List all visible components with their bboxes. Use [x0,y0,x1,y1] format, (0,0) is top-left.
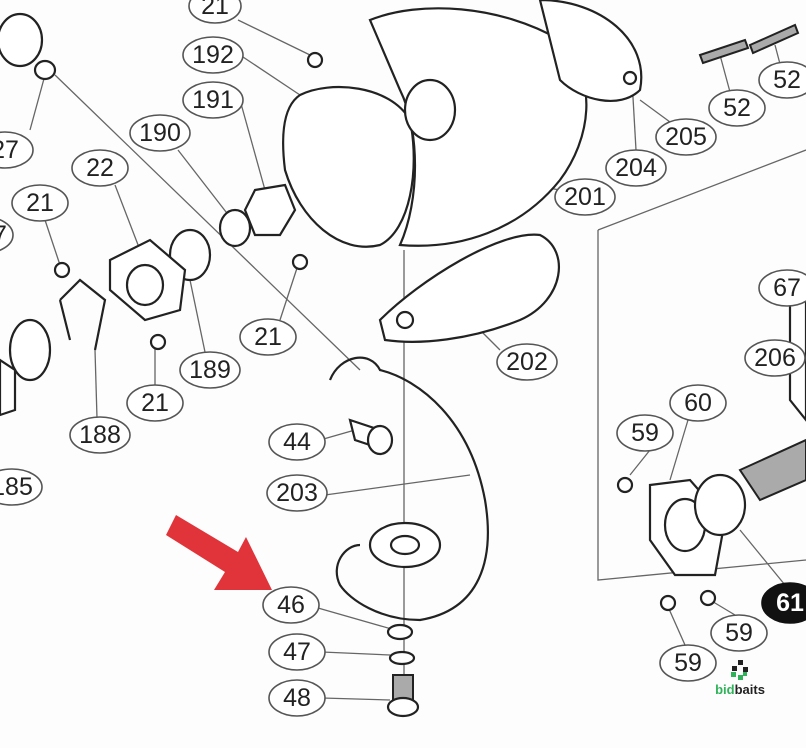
svg-text:21: 21 [201,0,229,20]
svg-text:190: 190 [139,119,181,147]
svg-text:59: 59 [674,649,702,677]
svg-text:21: 21 [254,323,282,351]
svg-text:61: 61 [776,589,804,617]
svg-text:52: 52 [723,94,751,122]
part-label-22[interactable]: 22 [71,149,129,187]
part-label-205[interactable]: 205 [655,118,717,156]
svg-text:48: 48 [283,684,311,712]
part-label-60[interactable]: 60 [669,384,727,422]
svg-text:59: 59 [725,619,753,647]
svg-text:60: 60 [684,389,712,417]
part-label-189[interactable]: 189 [179,351,241,389]
part-label-206[interactable]: 206 [744,339,806,377]
svg-text:205: 205 [665,123,707,151]
svg-text:52: 52 [773,66,801,94]
part-label-190[interactable]: 190 [129,114,191,152]
svg-text:21: 21 [26,189,54,217]
part-label-52[interactable]: 52 [708,89,766,127]
svg-text:7: 7 [0,221,7,249]
part-label-59[interactable]: 59 [659,644,717,682]
svg-text:188: 188 [79,421,121,449]
highlight-arrow-icon [166,515,272,590]
logo-text-baits: baits [734,682,765,697]
svg-text:202: 202 [506,348,548,376]
svg-text:22: 22 [86,154,114,182]
part-label-7[interactable]: 7 [0,217,14,253]
part-label-201[interactable]: 201 [554,178,616,216]
svg-text:59: 59 [631,419,659,447]
part-label-202[interactable]: 202 [496,343,558,381]
svg-text:191: 191 [192,86,234,114]
part-label-46[interactable]: 46 [262,586,320,624]
svg-text:44: 44 [283,428,311,456]
part-label-52[interactable]: 52 [758,61,806,99]
part-label-21[interactable]: 21 [239,318,297,356]
svg-text:27: 27 [0,136,19,164]
part-label-59[interactable]: 59 [710,614,768,652]
svg-text:46: 46 [277,591,305,619]
svg-text:47: 47 [283,638,311,666]
part-label-61[interactable]: 61 [761,582,806,624]
svg-text:189: 189 [189,356,231,384]
part-label-48[interactable]: 48 [268,679,326,717]
part-label-185[interactable]: 185 [0,468,43,506]
part-label-21[interactable]: 21 [126,384,184,422]
svg-text:206: 206 [754,344,796,372]
part-label-191[interactable]: 191 [182,81,244,119]
svg-text:201: 201 [564,183,606,211]
bidbaits-logo-icon [731,660,748,680]
svg-text:204: 204 [615,154,657,182]
svg-text:192: 192 [192,41,234,69]
part-label-21[interactable]: 21 [188,0,242,24]
logo-text-bid: bid [715,682,735,697]
bidbaits-logo: bidbaits [714,658,766,697]
parts [0,0,806,718]
part-label-188[interactable]: 188 [69,416,131,454]
svg-text:185: 185 [0,473,33,501]
svg-text:67: 67 [773,274,801,302]
part-label-59[interactable]: 59 [616,414,674,452]
svg-text:203: 203 [276,479,318,507]
part-label-27[interactable]: 27 [0,131,34,169]
part-label-44[interactable]: 44 [268,423,326,461]
part-label-192[interactable]: 192 [182,36,244,74]
part-label-47[interactable]: 47 [268,633,326,671]
part-label-67[interactable]: 67 [758,269,806,307]
part-label-21[interactable]: 21 [11,184,69,222]
svg-text:21: 21 [141,389,169,417]
part-label-204[interactable]: 204 [605,149,667,187]
part-label-203[interactable]: 203 [266,474,328,512]
